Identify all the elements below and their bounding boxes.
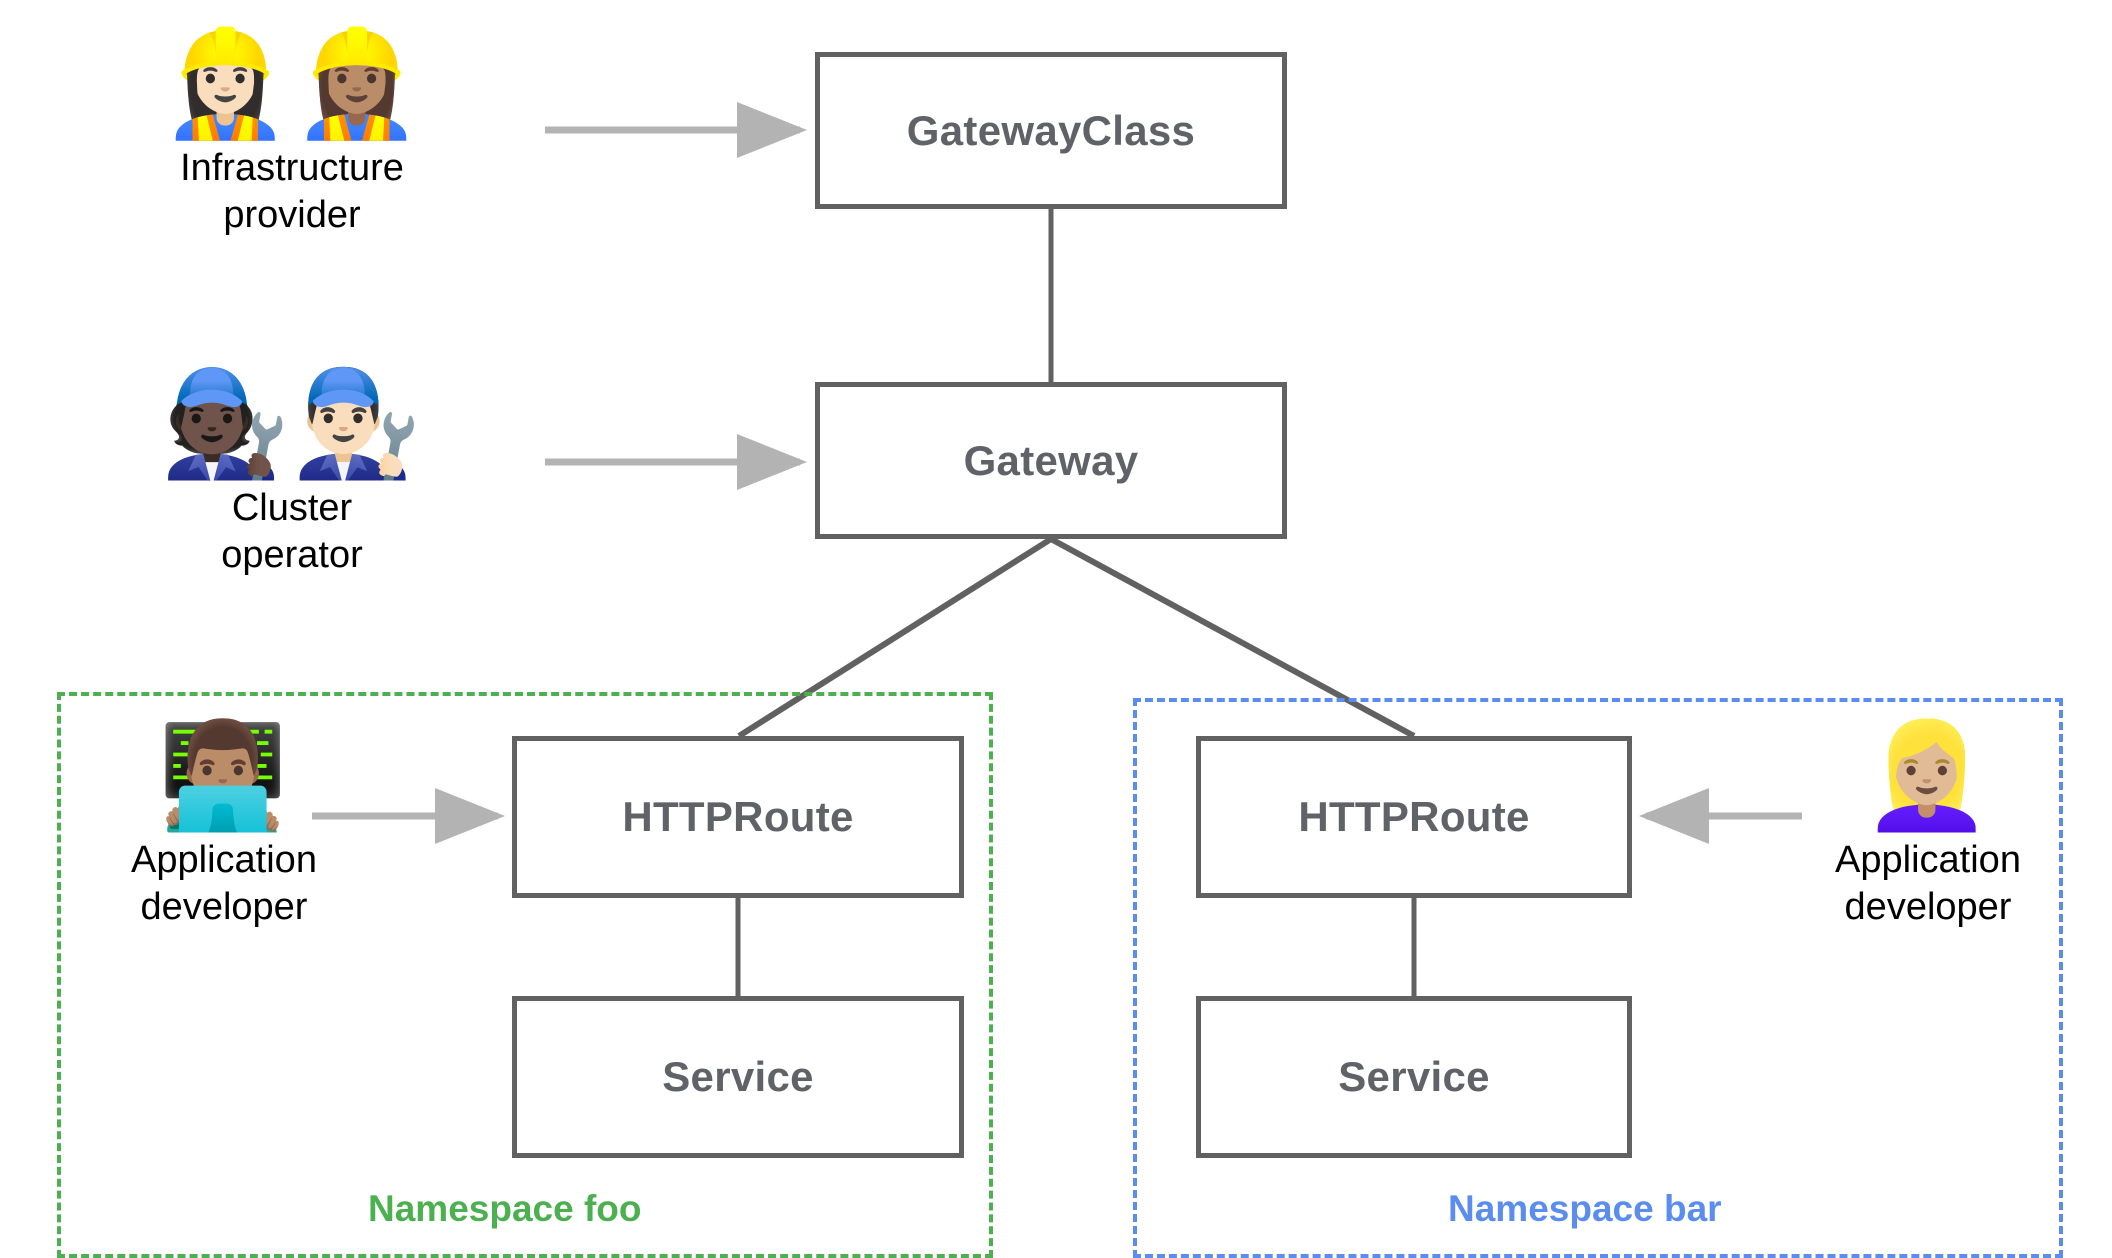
service-foo-label: Service	[662, 1053, 814, 1100]
gateway-label: Gateway	[963, 436, 1139, 484]
persona-cluster-operator: 🧑🏿‍🔧👨🏻‍🔧 Cluster operator	[122, 366, 462, 579]
service-bar-label: Service	[1338, 1053, 1490, 1100]
namespace-bar-container	[1133, 698, 2063, 1258]
namespace-foo-bottom-border	[57, 1254, 993, 1258]
persona-application-developer-foo-caption: Application developer	[131, 839, 317, 929]
resource-box-httproute-bar[interactable]: HTTPRoute	[1196, 736, 1632, 898]
persona-application-developer-bar-caption: Application developer	[1835, 839, 2021, 929]
woman-technologist-emoji: 👱🏼‍♀️	[1862, 718, 1994, 834]
resource-box-gatewayclass[interactable]: GatewayClass	[815, 52, 1287, 209]
persona-infrastructure-provider: 👷🏻‍♀️👷🏽‍♀️ Infrastructure provider	[122, 26, 462, 239]
persona-cluster-operator-caption: Cluster operator	[221, 487, 363, 577]
resource-box-gateway[interactable]: Gateway	[815, 382, 1287, 539]
man-technologist-emoji: 👨🏽‍💻	[158, 718, 290, 834]
resource-box-httproute-foo[interactable]: HTTPRoute	[512, 736, 964, 898]
persona-application-developer-bar: 👱🏼‍♀️ Application developer	[1698, 718, 2112, 931]
construction-worker-women-emoji: 👷🏻‍♀️👷🏽‍♀️	[160, 26, 424, 142]
namespace-bar-label: Namespace bar	[1438, 1188, 1732, 1230]
resource-box-service-bar[interactable]: Service	[1196, 996, 1632, 1158]
httproute-bar-label: HTTPRoute	[1298, 793, 1530, 840]
gatewayclass-label: GatewayClass	[906, 106, 1196, 154]
resource-box-service-foo[interactable]: Service	[512, 996, 964, 1158]
mechanic-emoji: 🧑🏿‍🔧👨🏻‍🔧	[160, 366, 424, 482]
namespace-bar-bottom-border	[1133, 1254, 2063, 1258]
namespace-foo-container	[57, 692, 993, 1258]
namespace-foo-label: Namespace foo	[358, 1188, 652, 1230]
persona-application-developer-foo: 👨🏽‍💻 Application developer	[0, 718, 454, 931]
httproute-foo-label: HTTPRoute	[622, 793, 854, 840]
persona-infrastructure-provider-caption: Infrastructure provider	[180, 147, 404, 237]
